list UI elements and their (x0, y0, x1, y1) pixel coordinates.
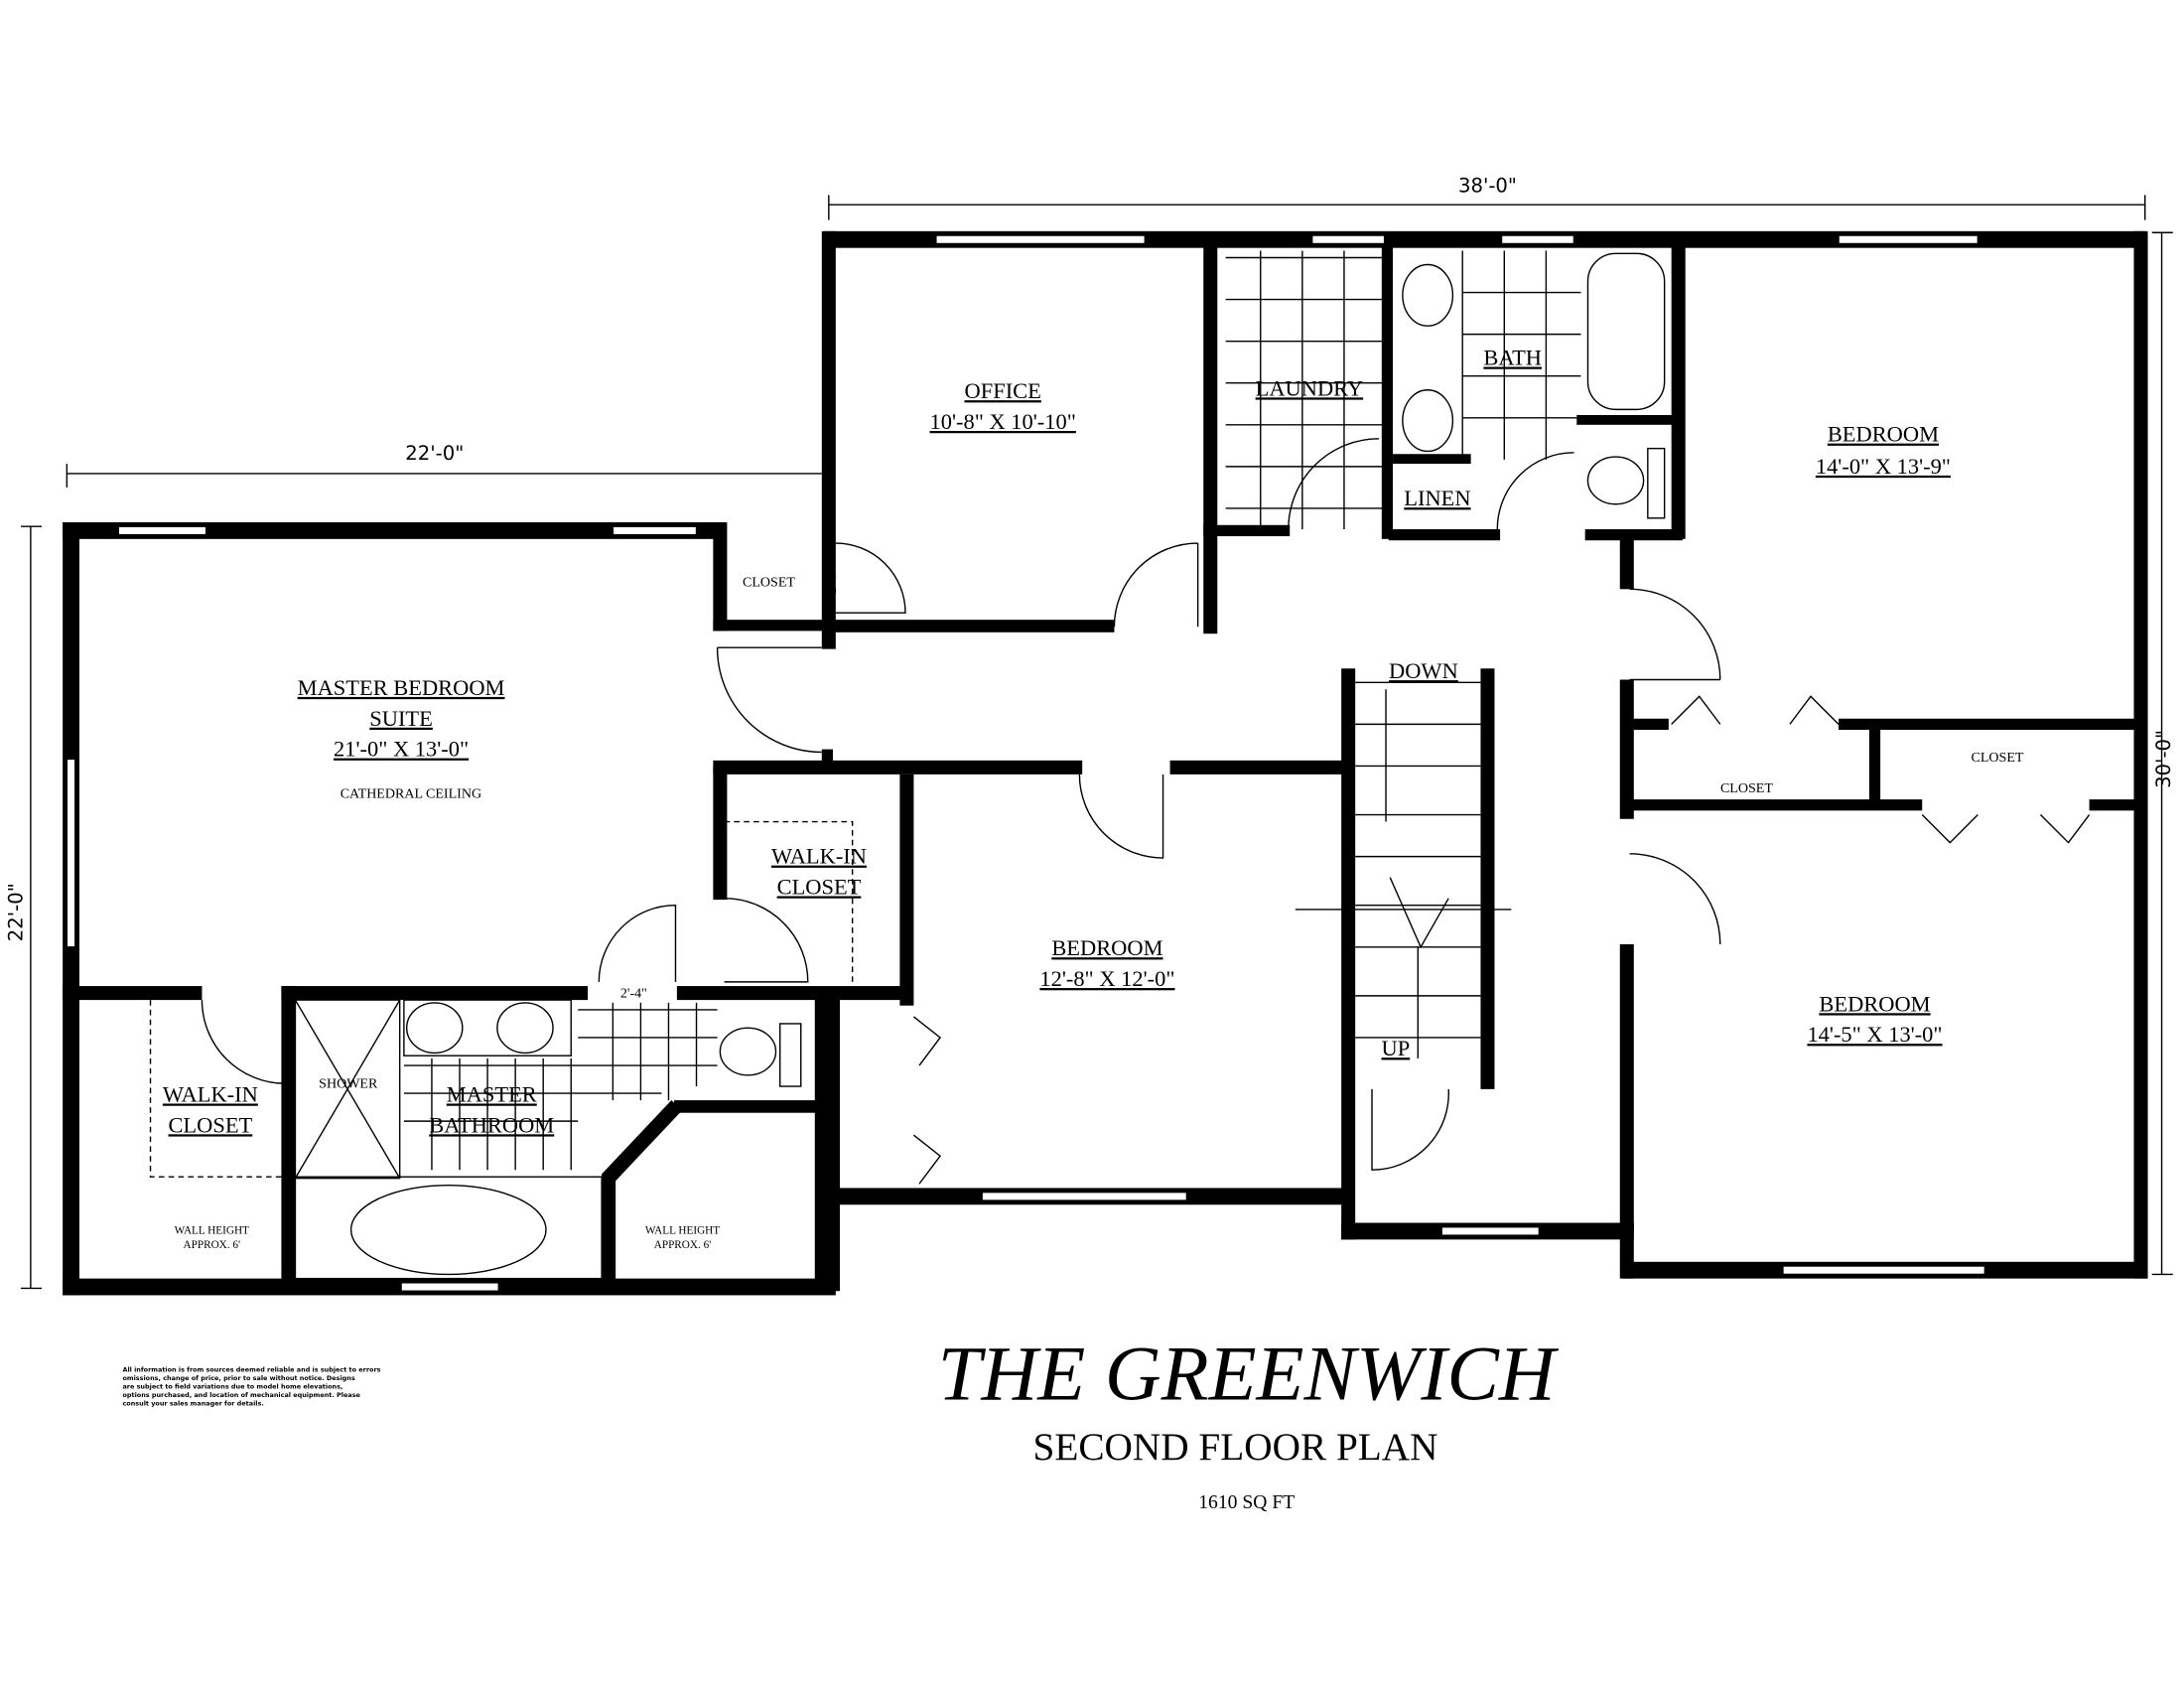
fixtures (149, 252, 1666, 1280)
stairs-up-label: UP (1382, 1036, 1411, 1060)
bedroom-se-label: BEDROOM (1819, 991, 1930, 1016)
plan-title: THE GREENWICH (938, 1331, 1560, 1417)
office-label: OFFICE (965, 378, 1041, 403)
svg-text:omissions, change of price, pr: omissions, change of price, prior to sal… (122, 1374, 354, 1382)
linen-label: LINEN (1404, 486, 1470, 510)
stairs-down-label: DOWN (1389, 658, 1458, 683)
wall-note-left: WALL HEIGHT (175, 1225, 249, 1237)
walkin-closet-1-label-2: CLOSET (168, 1112, 252, 1137)
room-labels: OFFICE 10'-8" X 10'-10" LAUNDRY BATH LIN… (163, 345, 2024, 1250)
bath-label: BATH (1483, 345, 1542, 369)
svg-text:are subject to field variation: are subject to field variations due to m… (122, 1382, 342, 1390)
bedroom-se-size: 14'-5" X 13'-0" (1807, 1022, 1942, 1047)
master-size: 21'-0" X 13'-0" (334, 737, 469, 762)
master-bath-label: MASTER (447, 1081, 537, 1106)
closet-small-label: CLOSET (743, 576, 795, 591)
closet-door-dim: 2'-0" (825, 567, 840, 594)
office-size: 10'-8" X 10'-10" (930, 409, 1076, 434)
wall-note-right: WALL HEIGHT (645, 1225, 720, 1237)
bath-door-dim: 2'-4" (620, 986, 647, 1001)
walkin-closet-1-label: WALK-IN (163, 1081, 258, 1106)
svg-text:consult your sales manager for: consult your sales manager for details. (122, 1399, 263, 1407)
dim-overall-width: 38'-0" (1458, 175, 1517, 198)
dim-right-depth: 30'-0" (2152, 730, 2175, 788)
closet-b-label: CLOSET (1972, 751, 2024, 766)
windows (66, 234, 1986, 1292)
master-bath-label-2: BATHROOM (429, 1112, 554, 1137)
master-label-2: SUITE (369, 706, 433, 731)
bedroom-mid-label: BEDROOM (1051, 935, 1162, 960)
doors (201, 438, 2091, 1185)
svg-text:All information is from source: All information is from sources deemed r… (122, 1366, 380, 1374)
grid-tiles (403, 250, 1581, 1171)
bedroom-ne-size: 14'-0" X 13'-9" (1816, 454, 1951, 479)
plan-subtitle: SECOND FLOOR PLAN (1032, 1426, 1437, 1469)
bedroom-mid-size: 12'-8" X 12'-0" (1039, 966, 1174, 991)
dimension-lines (21, 195, 2173, 1290)
dim-left-width: 22'-0" (405, 442, 464, 465)
dim-left-depth: 22'-0" (4, 883, 27, 941)
bedroom-ne-label: BEDROOM (1828, 422, 1939, 447)
laundry-label: LAUNDRY (1256, 375, 1363, 400)
walkin-closet-2-label: WALK-IN (771, 844, 867, 869)
svg-text:options purchased, and locatio: options purchased, and location of mecha… (122, 1391, 360, 1399)
shower-label: SHOWER (319, 1076, 378, 1091)
disclaimer: All information is from sources deemed r… (122, 1366, 380, 1408)
plan-area: 1610 SQ FT (1198, 1492, 1295, 1513)
closet-a-label: CLOSET (1720, 781, 1773, 796)
master-label: MASTER BEDROOM (298, 675, 505, 700)
wall-note-left-2: APPROX. 6' (184, 1239, 241, 1251)
walkin-closet-2-label-2: CLOSET (777, 874, 862, 899)
wall-note-right-2: APPROX. 6' (654, 1239, 712, 1251)
master-note: CATHEDRAL CEILING (341, 787, 481, 802)
